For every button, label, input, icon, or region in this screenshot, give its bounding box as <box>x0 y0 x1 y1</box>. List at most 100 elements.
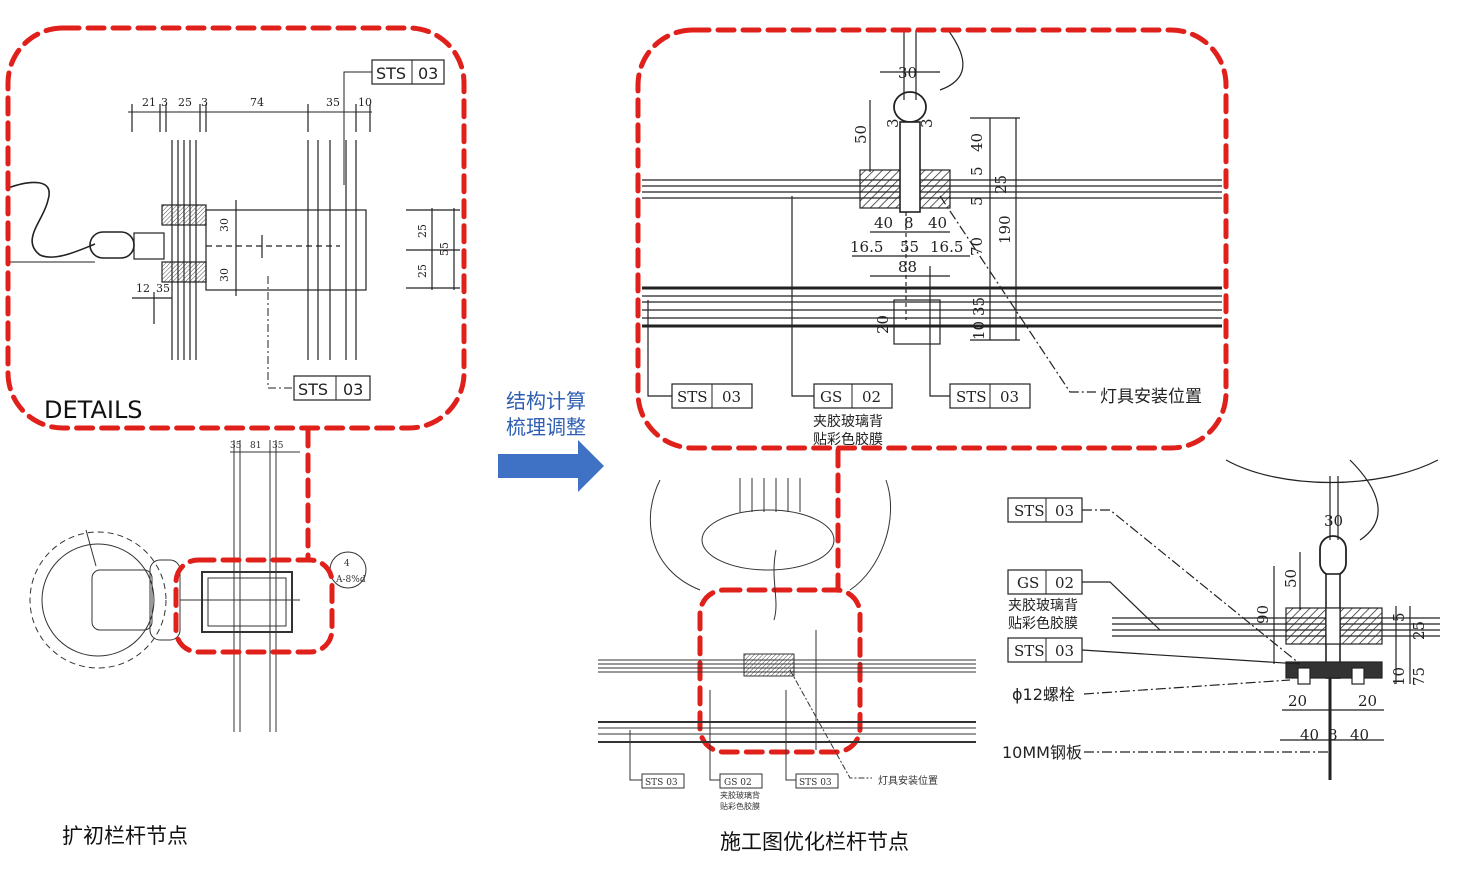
left-dim: 3 <box>161 96 168 109</box>
left-dim: 55 <box>438 242 451 256</box>
left-tag-top-code: STS <box>376 64 406 83</box>
left-small-drawing <box>29 440 367 732</box>
right-tag-num: 03 <box>1000 388 1019 406</box>
right-dim: 40 <box>928 214 947 232</box>
side-tag-code: STS <box>1014 502 1045 520</box>
left-tag-bottom-num: 03 <box>343 380 363 399</box>
side-dim: 5 <box>1390 612 1408 622</box>
side-note: 贴彩色胶膜 <box>1008 615 1078 632</box>
left-small-dim: 35 <box>230 441 242 451</box>
right-tag-2: GS 02 夹胶玻璃背 贴彩色胶膜 <box>813 383 893 448</box>
side-tag-num: 02 <box>1055 574 1074 592</box>
left-small-dim: 35 <box>272 441 284 451</box>
side-note: 夹胶玻璃背 <box>1008 597 1078 614</box>
left-mid-dims: 30 30 25 25 55 12 35 <box>136 218 451 295</box>
right-highlight <box>635 27 1229 755</box>
side-dim: 40 <box>1300 726 1319 744</box>
small-note: 夹胶玻璃背 <box>720 790 760 800</box>
right-detail-dims: 30 50 3 3 40 5 5 25 190 40 8 40 16.5 55 … <box>850 64 1014 340</box>
side-dim: 75 <box>1410 667 1428 686</box>
left-dim: 21 <box>142 96 156 109</box>
side-dim: 25 <box>1410 621 1428 640</box>
right-tag-note2: 贴彩色胶膜 <box>813 431 883 448</box>
left-top-dims: 21 3 25 3 74 35 10 <box>142 96 372 109</box>
left-small-dim: 81 <box>250 441 261 451</box>
left-dim: 12 <box>136 282 150 295</box>
right-dim: 20 <box>874 315 892 334</box>
right-dim: 70 <box>968 237 986 256</box>
arrow-label: 结构计算 梳理调整 <box>494 388 598 440</box>
bolt-label: ϕ12螺栓 <box>1012 685 1075 704</box>
side-tag-num: 03 <box>1055 502 1074 520</box>
left-tag-top-num: 03 <box>418 64 438 83</box>
right-dim: 35 <box>970 297 988 316</box>
right-tag-num: 02 <box>862 388 881 406</box>
right-tag-3: STS 03 <box>949 383 1031 409</box>
left-tag-top: STS 03 <box>371 59 445 85</box>
side-dim: 20 <box>1358 692 1377 710</box>
left-callout: 4 <box>344 559 350 569</box>
side-dim: 50 <box>1282 569 1300 588</box>
small-detail-labels: STS 03 GS 02 夹胶玻璃背 贴彩色胶膜 STS 03 灯具安装位置 <box>641 773 938 811</box>
right-dim: 3 <box>884 118 902 128</box>
right-tag-code: STS <box>956 388 987 406</box>
right-dim: 40 <box>874 214 893 232</box>
caption-left: 扩初栏杆节点 <box>62 824 188 848</box>
arrow-label-line1: 结构计算 <box>506 389 586 413</box>
left-tag-bottom-code: STS <box>298 380 328 399</box>
right-tag-note: 夹胶玻璃背 <box>813 413 883 430</box>
small-tag: STS 03 <box>645 778 678 788</box>
left-tag-bottom: STS 03 <box>293 375 371 401</box>
side-tag-code: STS <box>1014 642 1045 660</box>
transform-arrow <box>498 440 604 492</box>
left-small-dims: 35 81 35 4 A-8%d <box>230 441 366 585</box>
side-dim: 40 <box>1350 726 1369 744</box>
right-tag-code: GS <box>820 388 842 406</box>
small-lamp-label: 灯具安装位置 <box>878 774 938 787</box>
right-dim: 10 <box>970 321 988 340</box>
side-dim: 8 <box>1328 726 1338 744</box>
small-note: 贴彩色胶膜 <box>720 801 760 811</box>
left-dim: 30 <box>218 218 231 232</box>
right-tag-1: STS 03 <box>671 383 753 409</box>
right-dim: 55 <box>900 238 919 256</box>
side-tag-code: GS <box>1017 574 1039 592</box>
left-dim: 10 <box>358 96 372 109</box>
right-dim: 5 <box>968 166 986 176</box>
right-dim: 25 <box>992 175 1010 194</box>
right-tag-num: 03 <box>722 388 741 406</box>
right-tag-code: STS <box>677 388 708 406</box>
right-detail-drawing <box>642 29 1222 397</box>
right-dim: 3 <box>918 118 936 128</box>
right-dim: 88 <box>898 258 917 276</box>
right-dim: 50 <box>852 125 870 144</box>
plate-label: 10MM钢板 <box>1002 743 1082 762</box>
left-dim: 74 <box>250 96 264 109</box>
lamp-label: 灯具安装位置 <box>1100 387 1202 407</box>
caption-right: 施工图优化栏杆节点 <box>720 830 909 854</box>
side-dim: 30 <box>1324 512 1343 530</box>
left-dim: 35 <box>326 96 340 109</box>
right-dim: 190 <box>996 215 1014 244</box>
right-dim: 16.5 <box>850 238 883 256</box>
arrow-label-line2: 梳理调整 <box>506 415 586 439</box>
side-detail-labels: STS 03 GS 02 夹胶玻璃背 贴彩色胶膜 STS 03 ϕ12螺栓 10… <box>1002 497 1428 762</box>
side-detail-drawing <box>1081 459 1440 780</box>
left-highlight <box>5 25 467 655</box>
small-tag: GS 02 <box>724 778 752 788</box>
side-dim: 10 <box>1390 667 1408 686</box>
right-dim: 16.5 <box>930 238 963 256</box>
left-dim: 25 <box>178 96 192 109</box>
small-detail-drawing <box>598 478 976 781</box>
left-dim: 25 <box>416 264 429 278</box>
details-title: DETAILS <box>44 396 143 424</box>
left-dim: 25 <box>416 224 429 238</box>
side-dim: 20 <box>1288 692 1307 710</box>
side-dim: 90 <box>1254 605 1272 624</box>
left-callout-sub: A-8%d <box>335 575 366 585</box>
left-dim: 30 <box>218 268 231 282</box>
right-dim: 30 <box>898 64 917 82</box>
side-tag-num: 03 <box>1055 642 1074 660</box>
